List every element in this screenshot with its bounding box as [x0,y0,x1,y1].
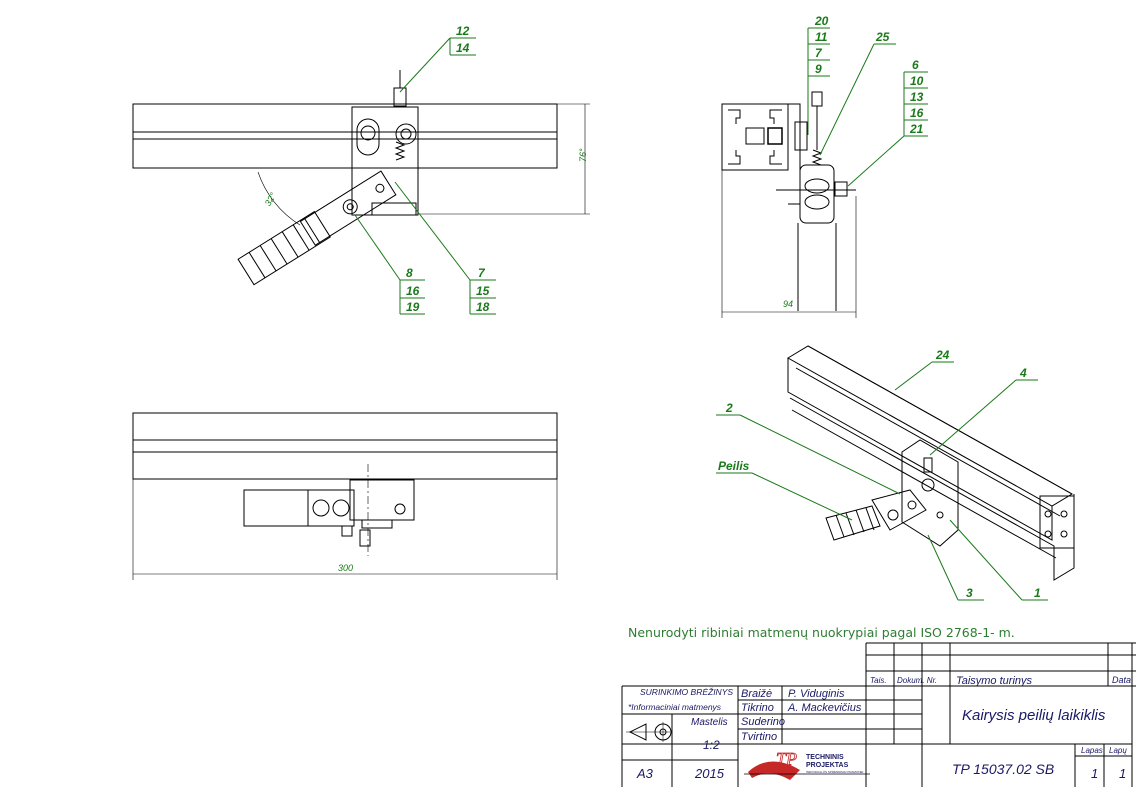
callout-13: 13 [910,90,924,104]
role-tikrino: Tikrino [741,702,774,714]
revision-table [865,642,1136,787]
callout-18: 18 [476,300,490,314]
dim-length: 300 [338,563,353,573]
callout-8: 8 [406,266,413,280]
format-value: A3 [636,766,654,781]
callout-25: 25 [875,30,890,44]
lapas-label: Lapas [1081,746,1103,755]
role-suderino: Suderino [741,716,785,728]
scale-label: Mastelis [691,717,728,728]
dim-width-side: 94 [783,299,793,309]
rev-turinys: Taisymo turinys [956,675,1033,687]
callout-24: 24 [935,348,950,362]
callout-15: 15 [476,284,490,298]
name-tikrino: A. Mackevičius [787,702,862,714]
callout-21: 21 [909,122,924,136]
top-view [132,412,558,580]
company-logo: TP TECHNINIS PROJEKTAS INDIVIDUALŪS SPRE… [744,749,870,780]
callout-12: 12 [456,24,470,38]
lapas-value: 1 [1091,766,1098,781]
tolerance-note: Nenurodyti ribiniai matmenų nuokrypiai p… [628,625,1015,640]
lapu-value: 1 [1119,766,1126,781]
callout-20: 20 [814,14,829,28]
callout-2: 2 [725,401,733,415]
company-tag: INDIVIDUALŪS SPRENDIMAI PRAMONEI [806,770,864,774]
callout-11: 11 [815,30,828,44]
callout-3: 3 [966,586,973,600]
callout-10: 10 [910,74,924,88]
rev-tais: Tais. [870,676,887,685]
callout-peilis: Peilis [718,459,750,473]
rev-data: Data [1112,675,1131,685]
dim-height: 76° [578,148,588,162]
role-tvirtino: Tvirtino [741,731,777,743]
name-braize: P. Viduginis [788,688,845,700]
company-line1: TECHNINIS [806,754,844,761]
callout-16a: 16 [406,284,420,298]
callout-9: 9 [815,62,822,76]
year-value: 2015 [694,766,725,781]
role-braize: Braižė [741,688,772,700]
iso-view [787,345,1075,581]
callout-1: 1 [1034,586,1041,600]
dim-angle: 32° [263,191,279,208]
drawing-subtype: *Informaciniai matmenys [628,702,722,712]
title-block [621,685,1136,787]
logo-letters: TP [776,749,797,769]
callout-6: 6 [912,58,919,72]
callout-7b: 7 [815,46,823,60]
side-view [721,91,857,318]
front-view [132,70,590,286]
rev-dokum: Dokum. Nr. [897,676,937,685]
callout-14: 14 [456,41,470,55]
drawing-title: Kairysis peilių laikiklis [962,707,1106,724]
callout-4: 4 [1019,366,1027,380]
lapu-label: Lapų [1109,746,1127,755]
company-line2: PROJEKTAS [806,762,849,769]
callout-16b: 16 [910,106,924,120]
scale-value: 1:2 [703,738,720,752]
callout-7a: 7 [478,266,486,280]
drawing-type: SURINKIMO BRĖŽINYS [640,687,733,697]
callout-19: 19 [406,300,420,314]
drawing-number: TP 15037.02 SB [952,761,1054,777]
